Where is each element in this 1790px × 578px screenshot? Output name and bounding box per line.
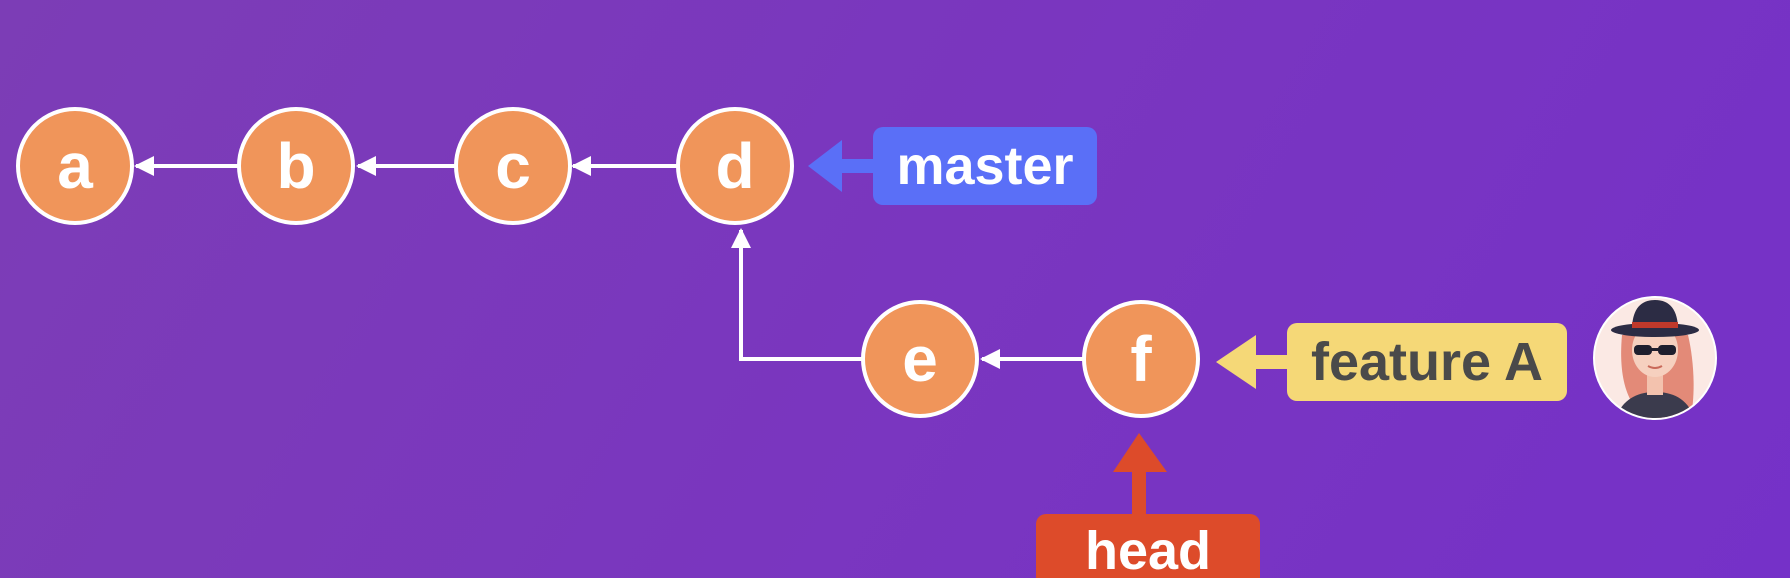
head-label-box <box>1036 514 1260 578</box>
commit-label-d: d <box>715 130 754 202</box>
commit-label-a: a <box>57 130 93 202</box>
user-avatar-icon <box>1593 296 1717 420</box>
commit-a: a <box>16 107 134 225</box>
commit-d: d <box>676 107 794 225</box>
commit-label-f: f <box>1130 323 1152 395</box>
edge-e-d <box>731 228 863 361</box>
commit-c: c <box>454 107 572 225</box>
master-label-box <box>873 127 1097 205</box>
master-branch-pointer: master <box>808 127 1097 205</box>
head-label: head <box>1085 521 1211 578</box>
feature-branch-pointer: feature A <box>1216 323 1567 401</box>
head-arrow-icon <box>1113 433 1167 472</box>
master-label: master <box>896 136 1073 196</box>
commit-label-e: e <box>902 323 938 395</box>
commit-e: e <box>861 300 979 418</box>
commit-label-c: c <box>495 130 531 202</box>
commit-f: f <box>1082 300 1200 418</box>
master-arrow-icon <box>808 140 842 192</box>
feature-arrow-icon <box>1216 335 1256 389</box>
feature-label: feature A <box>1311 332 1543 392</box>
commit-label-b: b <box>276 130 315 202</box>
head-pointer: head <box>1036 433 1260 578</box>
commit-b: b <box>237 107 355 225</box>
feature-label-box <box>1287 323 1567 401</box>
